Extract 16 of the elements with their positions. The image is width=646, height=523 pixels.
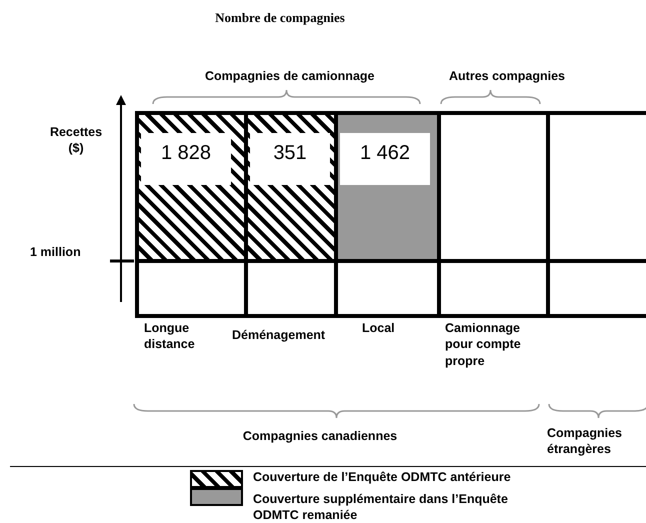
legend-text: Couverture de l’Enquête ODMTC antérieure xyxy=(253,470,512,486)
category-label: Compagnies canadiennes xyxy=(242,428,398,444)
category-label: Autres compagnies xyxy=(449,68,566,84)
category-label: Camionnage pour compte propre xyxy=(445,320,522,369)
chart-title: Nombre de compagnies xyxy=(214,10,346,26)
legend-text: Couverture supplémentaire dans l’Enquête ODMTC remaniée xyxy=(253,492,509,523)
category-label: Compagnies de camionnage xyxy=(205,68,376,84)
category-label: Local xyxy=(362,320,396,336)
category-label: Déménagement xyxy=(232,327,326,344)
count-value: 351 xyxy=(250,133,330,185)
category-label: Longue distance xyxy=(144,320,196,352)
count-value: 1 828 xyxy=(141,133,231,185)
category-label: Recettes ($) xyxy=(48,124,104,156)
category-label: Compagnies étrangères xyxy=(547,425,624,458)
category-label: 1 million xyxy=(30,244,82,260)
count-value: 1 462 xyxy=(340,133,430,185)
